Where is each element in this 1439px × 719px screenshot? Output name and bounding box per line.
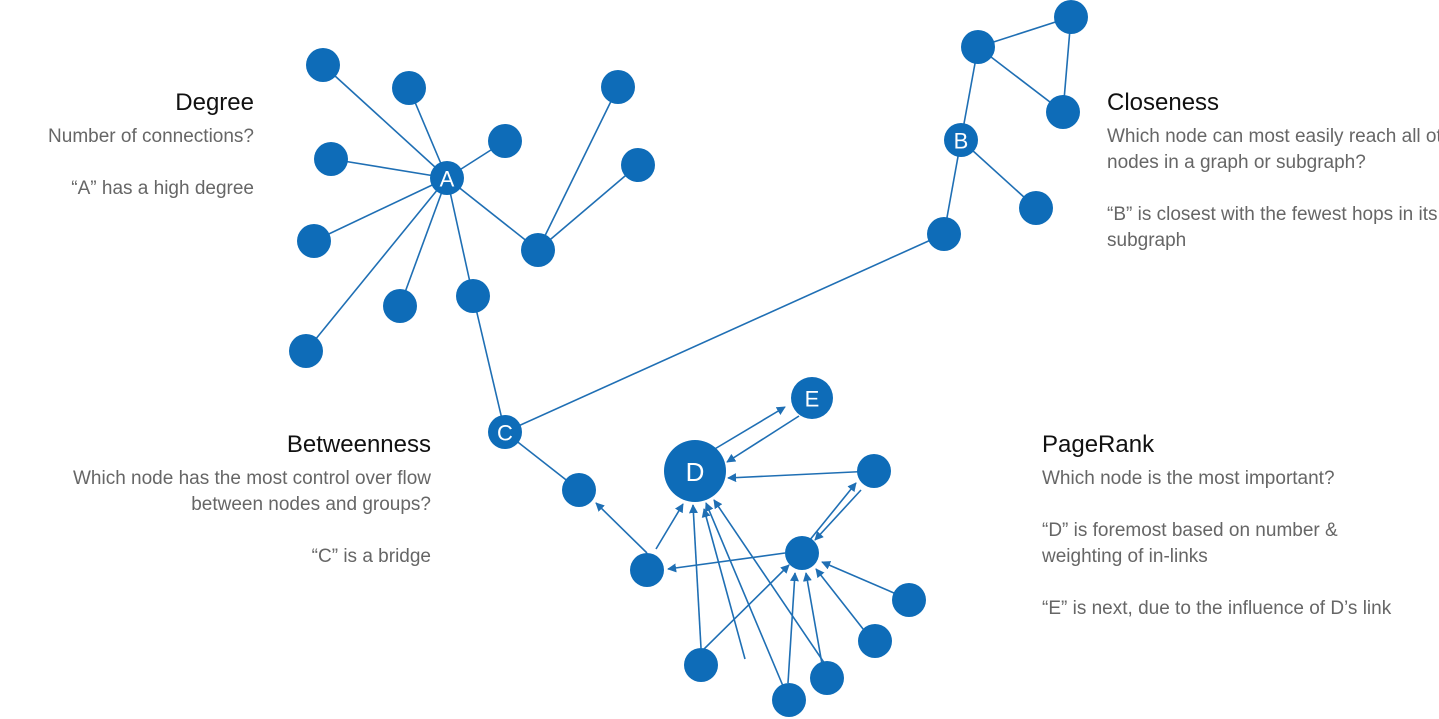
betweenness-question-line1: Which node has the most control over flo…	[72, 468, 431, 489]
node-b	[944, 123, 978, 157]
node	[858, 624, 892, 658]
degree-edges	[305, 64, 639, 433]
node-e	[791, 377, 833, 419]
directed-edge	[701, 508, 746, 660]
node	[785, 536, 819, 570]
directed-edge	[727, 470, 875, 483]
edge	[472, 295, 506, 433]
node	[521, 233, 555, 267]
node	[392, 71, 426, 105]
node	[892, 583, 926, 617]
directed-edge	[688, 504, 702, 649]
node-d	[664, 440, 726, 502]
node	[289, 334, 323, 368]
node	[857, 454, 891, 488]
closeness-annotation: Closeness Which node can most easily rea…	[1107, 88, 1439, 254]
degree-annotation: Degree Number of connections? “A” has a …	[48, 88, 254, 202]
node	[306, 48, 340, 82]
node-e-label: E	[805, 387, 820, 412]
directed-edge	[655, 503, 684, 550]
betweenness-question-line2: between nodes and groups?	[191, 494, 431, 515]
degree-note: “A” has a high degree	[71, 178, 254, 199]
node-a	[430, 161, 464, 195]
node	[927, 217, 961, 251]
directed-edge	[726, 415, 800, 463]
pagerank-title: PageRank	[1042, 431, 1155, 458]
directed-edge	[814, 489, 862, 541]
node	[772, 683, 806, 717]
degree-nodes: A	[289, 48, 655, 368]
pagerank-question: Which node is the most important?	[1042, 468, 1335, 489]
node	[456, 279, 490, 313]
edge	[537, 86, 619, 251]
degree-title: Degree	[175, 89, 254, 116]
closeness-question-line1: Which node can most easily reach all oth…	[1107, 126, 1439, 147]
directed-edge	[808, 482, 857, 542]
directed-edge	[700, 564, 790, 653]
closeness-nodes: B	[927, 0, 1088, 251]
directed-edge	[815, 568, 868, 635]
closeness-note-line1: “B” is closest with the fewest hops in i…	[1107, 204, 1438, 225]
node	[297, 224, 331, 258]
node	[630, 553, 664, 587]
node	[1019, 191, 1053, 225]
betweenness-title: Betweenness	[286, 431, 431, 458]
edge	[977, 46, 1064, 113]
pagerank-note-line1: “D” is foremost based on number &	[1042, 520, 1338, 541]
directed-edge	[787, 572, 799, 684]
node-d-label: D	[686, 457, 705, 487]
closeness-edges	[504, 16, 1072, 491]
node-b-label: B	[954, 129, 969, 154]
pagerank-note2: “E” is next, due to the influence of D’s…	[1042, 598, 1392, 619]
closeness-note-line2: subgraph	[1107, 230, 1187, 251]
node-c	[488, 415, 522, 449]
node	[562, 473, 596, 507]
betweenness-annotation: Betweenness Which node has the most cont…	[73, 430, 431, 570]
directed-edge	[667, 552, 786, 573]
node-c-label: C	[497, 421, 513, 446]
node	[488, 124, 522, 158]
edge	[399, 177, 448, 307]
node	[1046, 95, 1080, 129]
edge	[313, 177, 448, 242]
pagerank-note-line2: weighting of in-links	[1042, 546, 1208, 567]
directed-edge	[712, 406, 786, 451]
closeness-question-line2: nodes in a graph or subgraph?	[1107, 152, 1366, 173]
node	[601, 70, 635, 104]
betweenness-note: “C” is a bridge	[311, 546, 431, 567]
edge	[322, 64, 448, 179]
directed-edge	[821, 561, 902, 597]
edge	[446, 177, 474, 297]
node	[621, 148, 655, 182]
edge	[446, 177, 539, 251]
edge	[305, 177, 448, 352]
node	[383, 289, 417, 323]
degree-question: Number of connections?	[48, 126, 254, 147]
edge	[504, 233, 945, 433]
node-a-label: A	[440, 167, 455, 192]
directed-edge	[704, 502, 784, 687]
node	[810, 661, 844, 695]
node	[684, 648, 718, 682]
directed-edge	[595, 502, 648, 554]
edge	[537, 164, 639, 251]
pagerank-annotation: PageRank Which node is the most importan…	[1042, 430, 1391, 622]
directed-edge	[802, 572, 823, 665]
pagerank-nodes: D E	[630, 377, 926, 717]
node	[961, 30, 995, 64]
betweenness-nodes: C	[488, 415, 596, 507]
edge	[330, 158, 448, 179]
closeness-title: Closeness	[1107, 89, 1220, 116]
pagerank-edges	[595, 406, 902, 687]
node	[314, 142, 348, 176]
directed-edge	[713, 499, 826, 665]
node	[1054, 0, 1088, 34]
